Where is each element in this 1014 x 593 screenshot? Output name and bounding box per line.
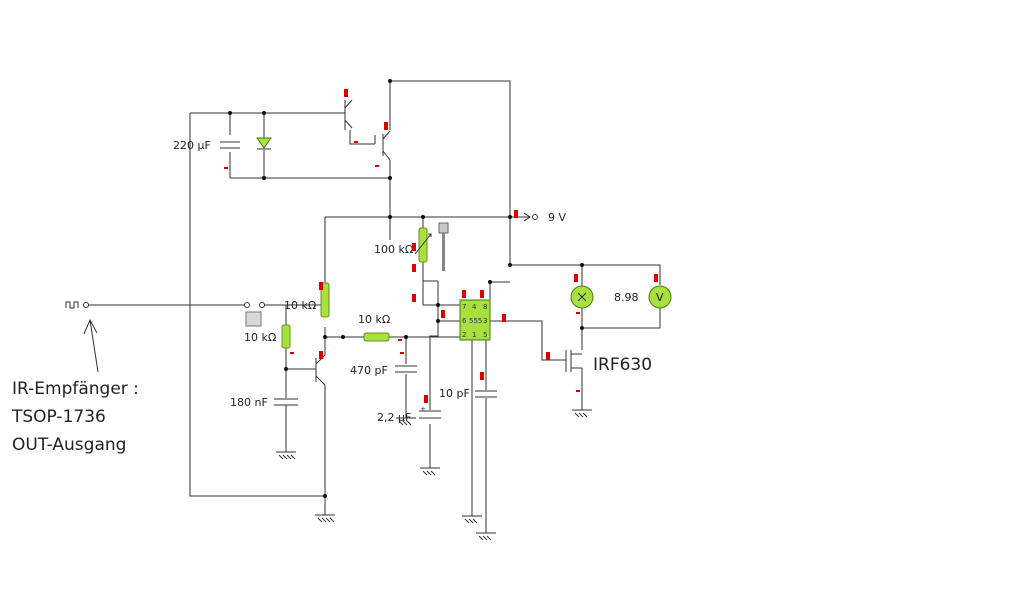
supply-terminal: 9 V	[523, 211, 566, 224]
svg-text:IRF630: IRF630	[593, 355, 652, 375]
note-line-1: IR-Empfänger :	[12, 379, 139, 399]
potentiometer-slider[interactable]	[438, 222, 449, 271]
capacitor-180nf: 180 nF	[230, 396, 298, 409]
lamp-icon	[570, 285, 594, 309]
capacitor-10pf: 10 pF	[439, 387, 497, 400]
ground-symbols	[276, 409, 592, 541]
svg-text:V: V	[656, 291, 664, 304]
capacitor-470pf: 470 pF	[350, 364, 417, 377]
resistor-10k-top: 10 kΩ	[284, 282, 330, 318]
capacitor-220uf: 220 µF	[173, 139, 240, 152]
svg-text:7: 7	[462, 303, 466, 311]
svg-text:2,2 µF: 2,2 µF	[377, 411, 411, 424]
svg-text:+: +	[420, 405, 426, 413]
resistor-10k-mid: 10 kΩ	[358, 313, 390, 342]
switch-button[interactable]	[245, 311, 262, 327]
voltmeter: V 8.98	[614, 285, 672, 309]
probe-markers	[224, 89, 658, 403]
svg-text:555: 555	[469, 317, 482, 325]
transistor-upper-icon	[344, 99, 353, 129]
svg-text:10 kΩ: 10 kΩ	[244, 331, 276, 344]
resistor-10k-left: 10 kΩ	[244, 324, 291, 349]
capacitor-2-2uf: 2,2 µF +	[377, 405, 441, 424]
svg-text:4: 4	[472, 303, 477, 311]
svg-text:6: 6	[462, 317, 467, 325]
svg-text:10 pF: 10 pF	[439, 387, 470, 400]
svg-text:1: 1	[472, 331, 476, 339]
svg-text:180 nF: 180 nF	[230, 396, 268, 409]
diode-icon	[256, 137, 272, 150]
svg-text:2: 2	[462, 331, 466, 339]
svg-text:220 µF: 220 µF	[173, 139, 211, 152]
note-line-2: TSOP-1736	[11, 407, 106, 427]
svg-text:470 pF: 470 pF	[350, 364, 388, 377]
annotation-note: IR-Empfänger : TSOP-1736 OUT-Ausgang	[11, 318, 139, 455]
svg-text:10 kΩ: 10 kΩ	[358, 313, 390, 326]
svg-text:8: 8	[483, 303, 487, 311]
note-line-3: OUT-Ausgang	[12, 435, 126, 455]
mosfet-irf630: IRF630	[565, 350, 652, 375]
ic-555: 7 4 8 6 555 3 2 1 5	[459, 299, 491, 341]
svg-text:3: 3	[483, 317, 487, 325]
wires	[88, 80, 661, 533]
supply-label: 9 V	[548, 211, 566, 224]
svg-text:10 kΩ: 10 kΩ	[284, 299, 316, 312]
input-terminal	[65, 301, 265, 327]
junction-dots	[228, 79, 584, 498]
svg-text:5: 5	[483, 331, 487, 339]
potentiometer-100k: 100 kΩ	[374, 227, 432, 263]
svg-text:100 kΩ: 100 kΩ	[374, 243, 413, 256]
transistor-lower-icon	[382, 130, 391, 161]
meter-reading: 8.98	[614, 291, 639, 304]
